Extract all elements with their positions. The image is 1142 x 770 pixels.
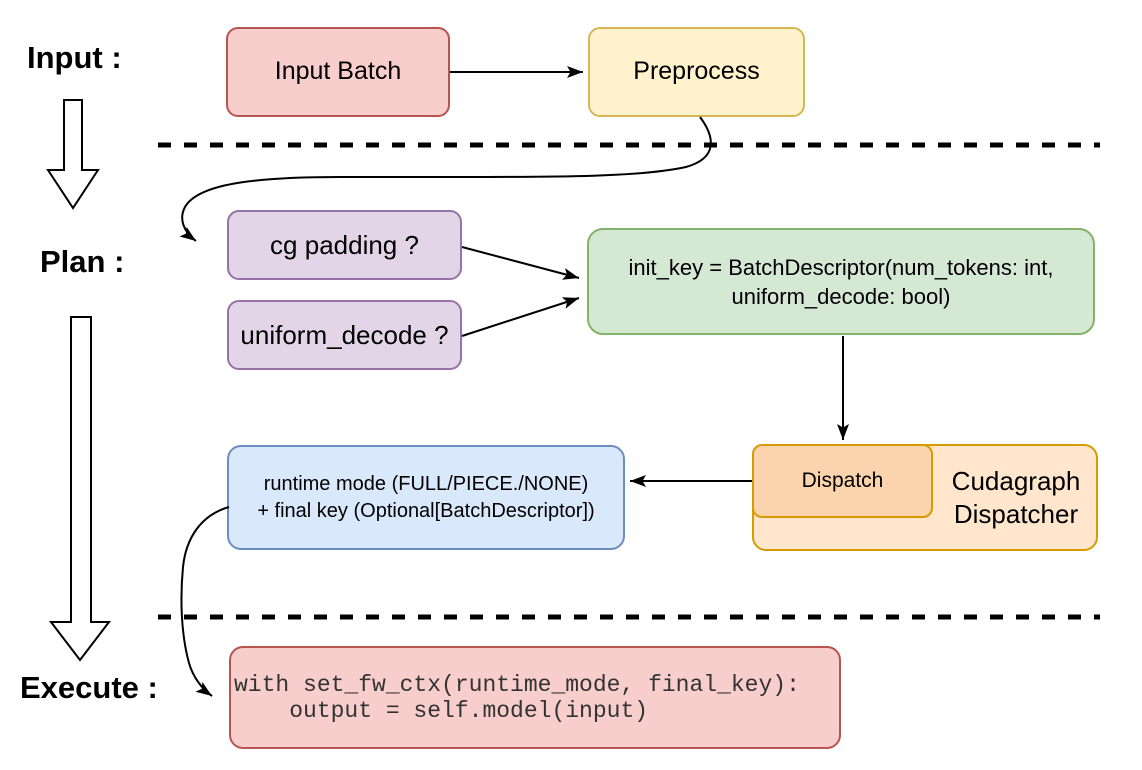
runtime-mode-label-line2: + final key (Optional[BatchDescriptor]) bbox=[257, 499, 595, 522]
runtime-mode-node: runtime mode (FULL/PIECE./NONE) + final … bbox=[227, 445, 625, 550]
init-key-label-line2: uniform_decode: bool) bbox=[731, 283, 951, 309]
dispatch-node: Dispatch bbox=[752, 444, 933, 518]
input-phase-arrow bbox=[46, 99, 100, 210]
section-label-plan: Plan : bbox=[40, 244, 125, 279]
init-key-label-line1: init_key = BatchDescriptor(num_tokens: i… bbox=[628, 254, 1054, 280]
cudagraph-dispatcher-label-line1: Cudagraph bbox=[951, 465, 1081, 496]
connector-runtime-mode-to-execute-code bbox=[180, 506, 230, 697]
cudagraph-dispatcher-label-line2: Dispatcher bbox=[953, 498, 1079, 529]
runtime-mode-label-line1: runtime mode (FULL/PIECE./NONE) bbox=[263, 472, 589, 495]
dispatch-label: Dispatch bbox=[801, 468, 884, 492]
section-label-execute: Execute : bbox=[20, 670, 158, 705]
cg-padding-label: cg padding ? bbox=[270, 229, 419, 260]
connector-uniform-decode-to-init-key bbox=[461, 297, 580, 337]
uniform-decode-label: uniform_decode ? bbox=[240, 319, 449, 350]
uniform-decode-node: uniform_decode ? bbox=[227, 300, 462, 370]
cg-padding-node: cg padding ? bbox=[227, 210, 462, 280]
section-label-input: Input : bbox=[27, 40, 122, 75]
preprocess-label: Preprocess bbox=[633, 57, 760, 86]
input-batch-label: Input Batch bbox=[274, 57, 402, 86]
plan-phase-arrow bbox=[48, 316, 112, 662]
execute-code-line2: output = self.model(input) bbox=[234, 697, 649, 724]
execute-code-line1: with set_fw_ctx(runtime_mode, final_key)… bbox=[234, 671, 800, 698]
init-key-node: init_key = BatchDescriptor(num_tokens: i… bbox=[587, 228, 1095, 335]
execute-code-node: with set_fw_ctx(runtime_mode, final_key)… bbox=[229, 646, 841, 749]
connector-cg-padding-to-init-key bbox=[461, 246, 580, 280]
input-batch-node: Input Batch bbox=[226, 27, 450, 117]
cudagraph-dispatcher-label: Cudagraph Dispatcher bbox=[940, 465, 1092, 531]
preprocess-node: Preprocess bbox=[588, 27, 805, 117]
